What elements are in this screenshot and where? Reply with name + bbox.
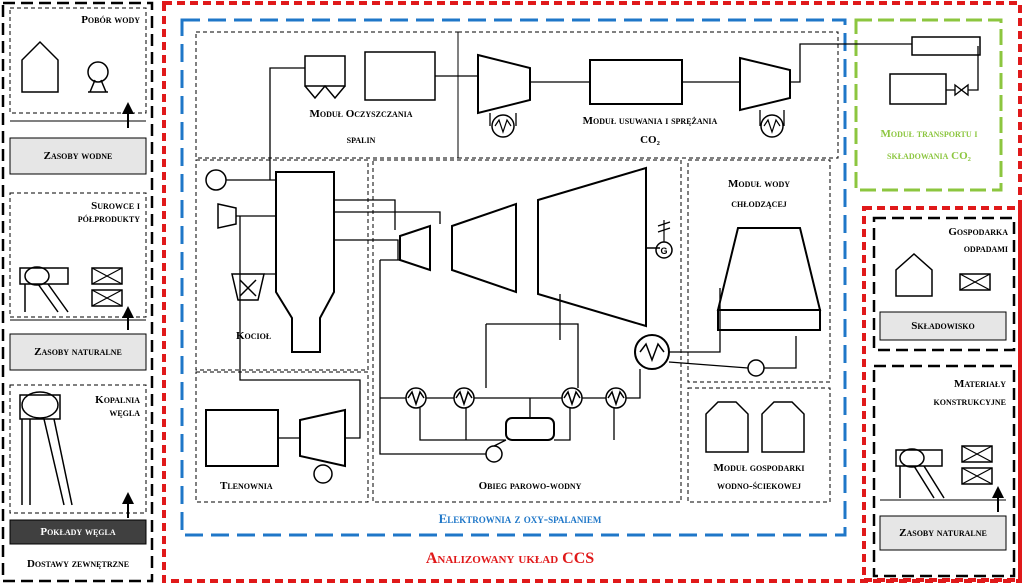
water-intake-box (9, 7, 147, 114)
coal-seams-label: Pokłady węgla (40, 526, 116, 538)
water-intake-label: Pobór wody (81, 14, 140, 26)
deaerator (505, 417, 555, 441)
blower-icon (217, 203, 237, 229)
cooling-water-label-2: chłodzącej (731, 198, 787, 210)
cooling-water-label-1: Moduł wody (727, 178, 791, 190)
construction-materials-label-1: Materiały (953, 378, 1006, 390)
heat-exchanger-icon (491, 114, 515, 138)
wastewater-tank-icon (761, 401, 805, 453)
ccs-system-label: Analizowany układ CCS (425, 550, 595, 567)
landfill-box (879, 311, 1007, 341)
pump-icon (87, 61, 109, 83)
co2-removal-label-1: Moduł usuwania i sprężania (582, 115, 718, 127)
natural-resources-right-box (879, 515, 1007, 551)
water-tank-icon (21, 40, 59, 93)
waste-management-label-2: odpadami (963, 243, 1008, 255)
co2-storage-unit (889, 73, 947, 105)
boiler-label: Kocioł (236, 330, 272, 342)
external-supplies-frame (1, 1, 154, 583)
lp-turbine (537, 166, 647, 328)
landfill-label: Składowisko (911, 320, 975, 332)
ip-turbine (451, 202, 517, 294)
coal-seams-box (9, 519, 147, 545)
valve-icon (954, 83, 969, 97)
natural-resources-right-label: Zasoby naturalne (899, 527, 987, 539)
air-separation-unit (205, 409, 279, 467)
conveyor-drum-icon (899, 448, 925, 468)
heat-exchanger-icon (313, 464, 333, 484)
co2-removal-module (457, 31, 839, 159)
conveyor-drum-icon (24, 266, 50, 286)
flue-gas-cleaning-label-2: spalin (346, 134, 376, 146)
coal-mill-icon (231, 273, 265, 301)
water-resources-label: Zasoby wodne (43, 150, 113, 162)
cooling-pump-icon (747, 359, 765, 377)
construction-materials-label-2: konstrukcyjne (933, 396, 1006, 408)
waste-crate-icon (959, 273, 991, 291)
waste-management-label-1: Gospodarka (948, 226, 1008, 238)
scrubber-unit (364, 51, 436, 101)
power-plant-label: Elektrownia z oxy-spalaniem (438, 511, 602, 526)
natural-resources-left-label: Zasoby naturalne (34, 346, 122, 358)
generator-label: G (660, 246, 667, 256)
filter-unit (304, 55, 346, 87)
power-plant-frame (180, 18, 847, 537)
wastewater-module (687, 387, 831, 503)
hp-turbine (399, 224, 431, 272)
external-supplies-label: Dostawy zewnętrzne (26, 558, 130, 570)
construction-materials-box (872, 364, 1016, 578)
steam-cycle-module (372, 159, 682, 503)
heat-exchanger-icon (760, 114, 784, 138)
steam-cycle-label: Obieg parowo-wodny (478, 480, 582, 492)
air-separation-label: Tlenownia (220, 480, 273, 492)
transport-label-1: Moduł transportu i (880, 128, 978, 140)
compressor-1 (477, 53, 531, 115)
feed-pump-icon (485, 445, 503, 463)
oxygen-compressor (299, 408, 346, 468)
air-separation-module (195, 371, 369, 503)
flue-gas-cleaning-label-1: Moduł Oczyszczania (309, 108, 413, 120)
coal-mine-box (9, 384, 147, 514)
wastewater-label-1: Moduł gospodarki (713, 462, 805, 474)
water-resources-box (9, 137, 147, 175)
boiler-module (195, 159, 369, 371)
material-crate-icon (91, 267, 123, 285)
raw-materials-label: Surowce i półprodukty (77, 200, 140, 225)
ccs-right-extension (862, 206, 1022, 582)
waste-tank-icon (895, 252, 933, 297)
co2-removal-label-2: CO₂ (640, 134, 660, 146)
compressor-2 (739, 56, 791, 112)
transport-storage-frame (854, 18, 1003, 192)
mine-wheel-icon (21, 391, 59, 419)
cooling-tower (716, 227, 822, 311)
natural-resources-left-box (9, 333, 147, 371)
coal-mine-label: Kopalnia węgla (95, 394, 140, 419)
boiler-body (275, 171, 335, 353)
material-crate-icon (961, 445, 993, 463)
fan-icon (205, 169, 227, 191)
wastewater-label-2: wodno-ściekowej (716, 480, 802, 492)
transport-label-2: składowania CO₂ (887, 150, 971, 162)
co2-separator (589, 59, 683, 105)
cooling-water-module (687, 159, 831, 383)
raw-materials-box (9, 192, 147, 318)
ccs-system-frame (162, 1, 1022, 583)
co2-pipeline-unit (911, 36, 981, 56)
waste-management-box (872, 216, 1016, 352)
wastewater-tank-icon (705, 401, 749, 453)
